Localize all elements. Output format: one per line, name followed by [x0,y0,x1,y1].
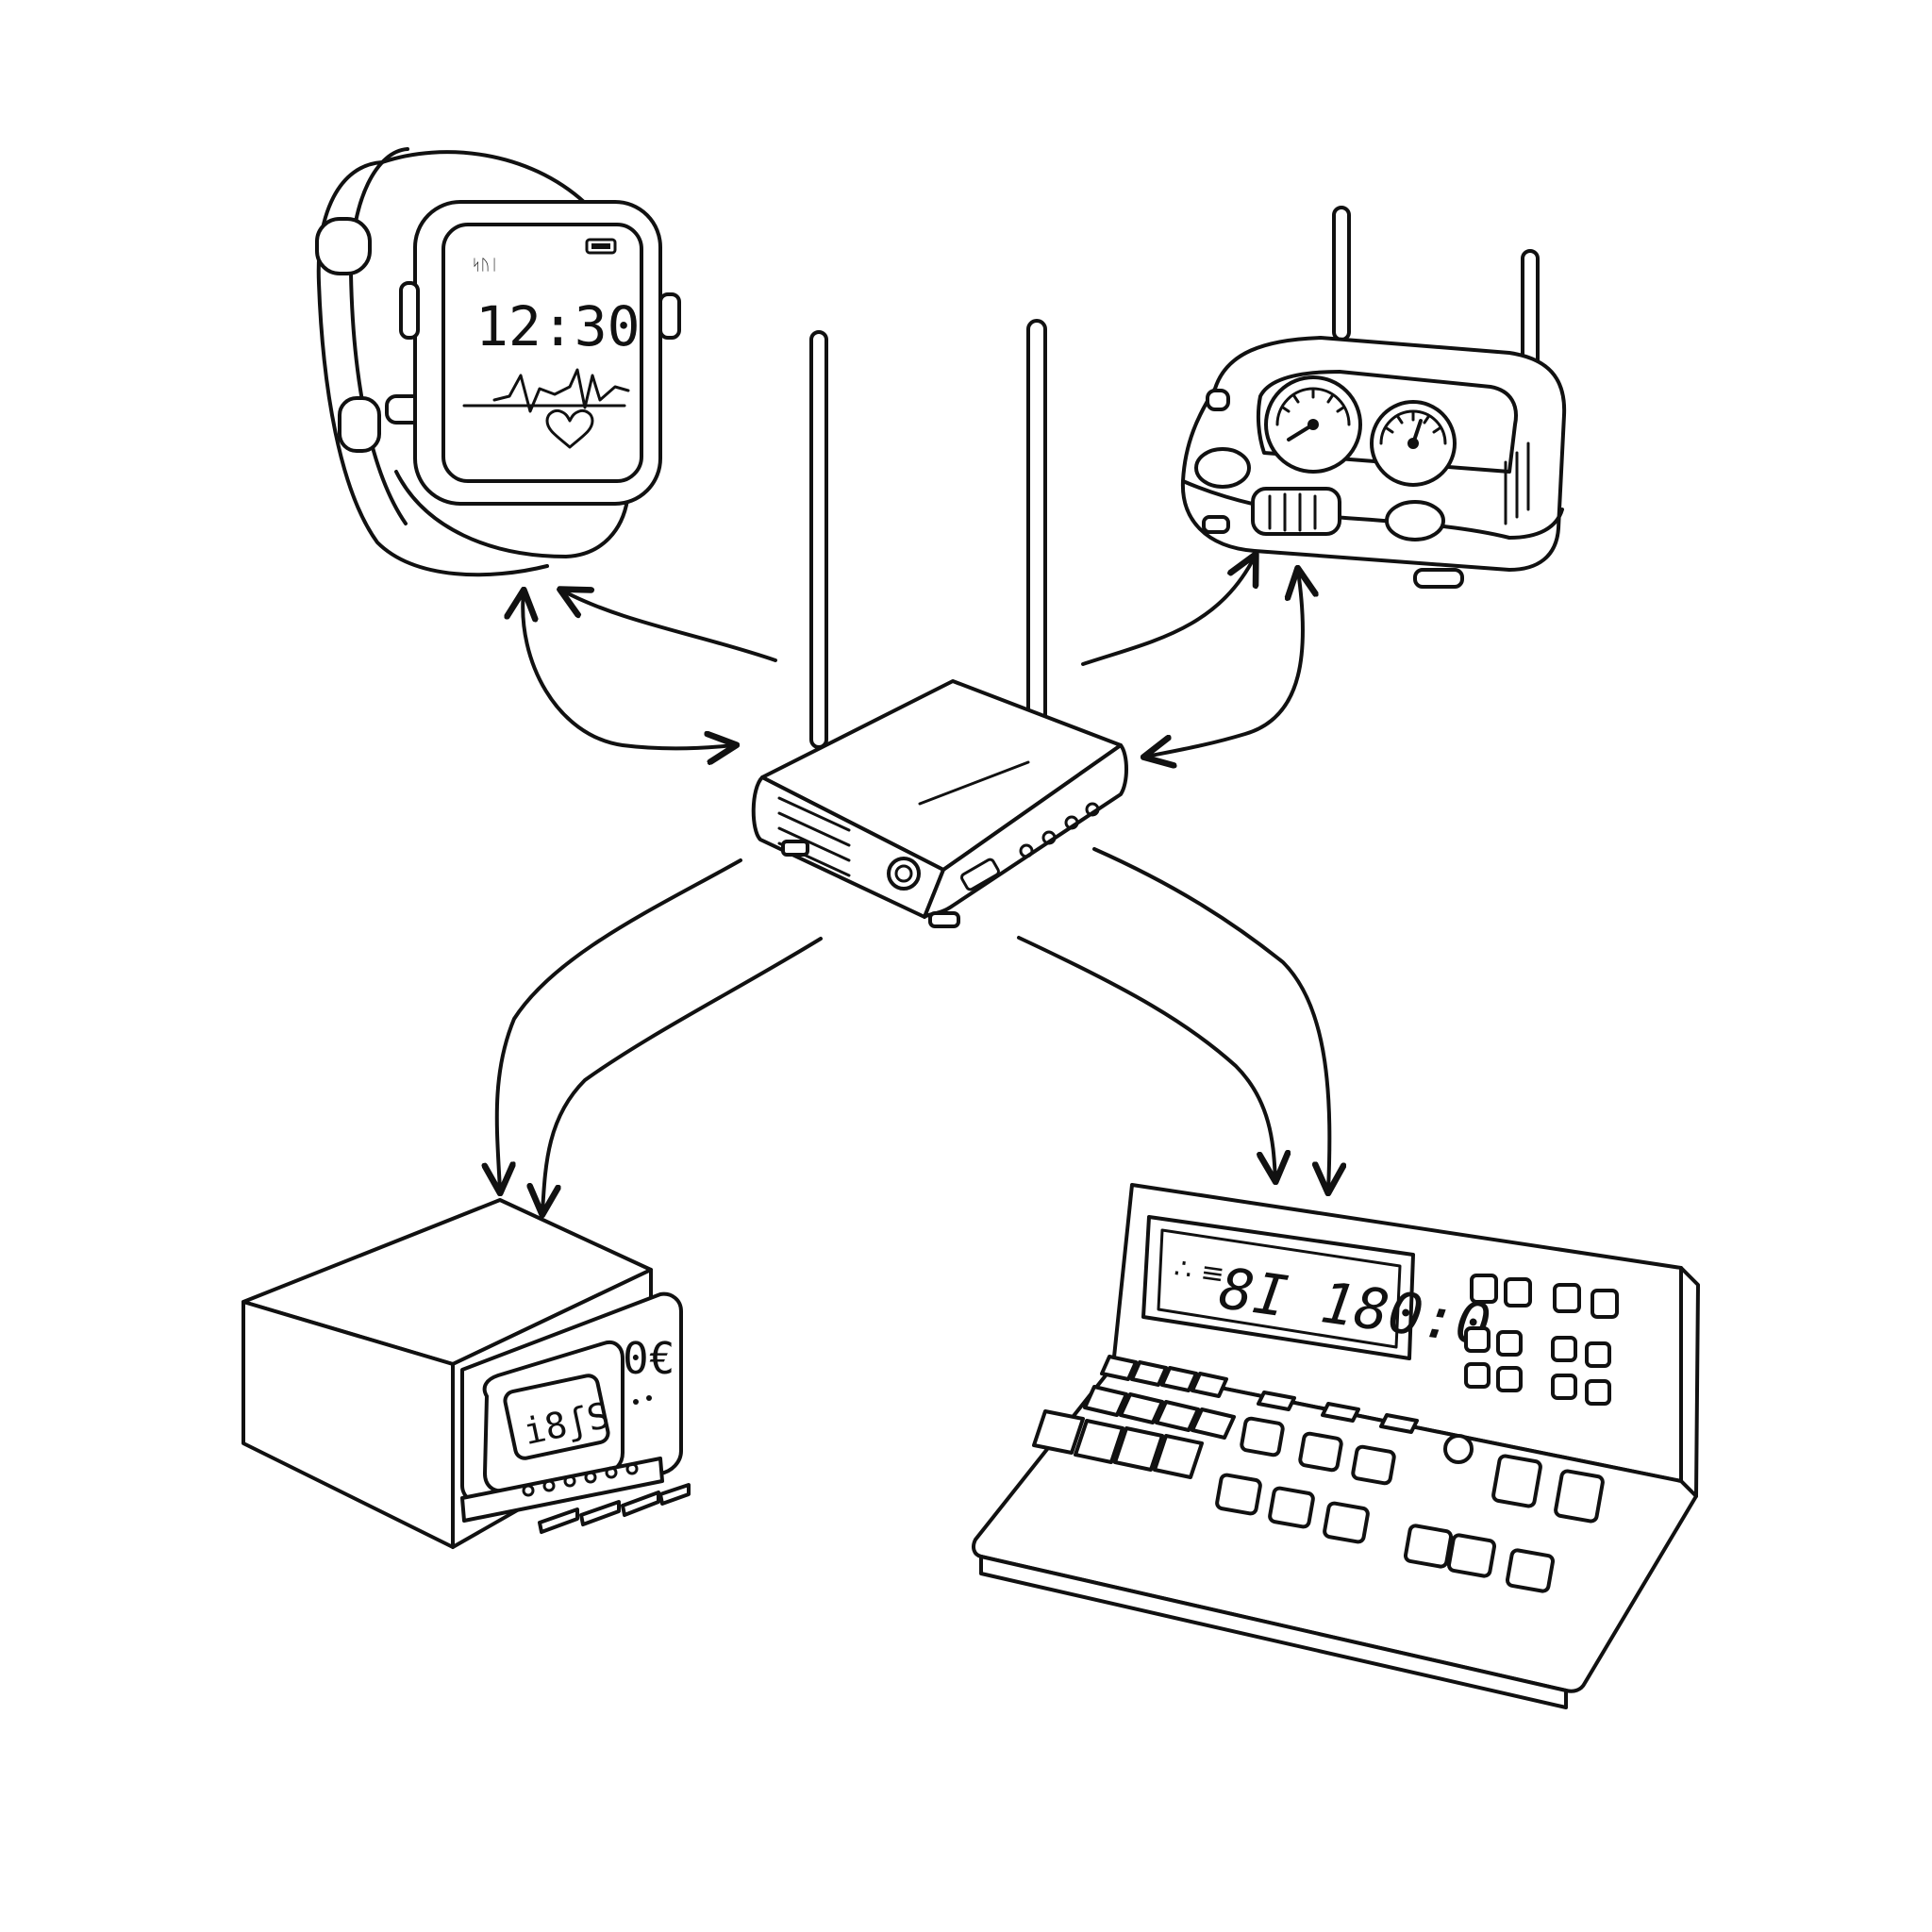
arrow-hub-to-watch-outer [562,591,775,660]
console-key[interactable] [1498,1368,1521,1391]
console-key[interactable] [1085,1387,1126,1415]
watch-crown[interactable] [660,294,679,338]
gauge-grille [1253,489,1340,534]
console-key[interactable] [1162,1368,1196,1391]
module-side-readout: 0€ [623,1333,675,1384]
console-knob[interactable] [1445,1436,1472,1462]
arrow-hub-to-gauge-outer [1083,557,1255,664]
hub-power-button[interactable] [889,858,919,889]
arrow-hub-to-box-right [542,939,821,1212]
console-key[interactable] [1592,1291,1617,1317]
console-key[interactable] [1324,1503,1369,1543]
hub-antenna-left [811,332,826,747]
console-key[interactable] [1192,1409,1234,1438]
console-key[interactable] [1553,1338,1575,1360]
console-key[interactable] [1157,1402,1198,1430]
console-key[interactable] [1587,1381,1609,1404]
console-key[interactable] [1121,1394,1162,1423]
console-key[interactable] [1587,1343,1609,1366]
gauge-router [1183,208,1564,587]
console-key[interactable] [1216,1474,1261,1515]
hub-antenna-right [1028,321,1045,728]
console-key[interactable] [1405,1524,1452,1567]
watch-status-glyphs: ᛋᚢᛁ [472,256,499,274]
watch-time: 12:30 [475,294,641,358]
console-key[interactable] [1299,1433,1341,1471]
console-key[interactable] [1132,1362,1166,1385]
console-key[interactable] [1034,1411,1083,1453]
console-key[interactable] [1555,1471,1604,1523]
console-key[interactable] [1448,1534,1495,1576]
console-key[interactable] [1472,1275,1496,1302]
console-key[interactable] [1241,1418,1283,1456]
console-display-small: ∴ ≡ [1172,1252,1226,1291]
console-key[interactable] [1553,1375,1575,1398]
console-key[interactable] [1192,1374,1226,1396]
arrow-hub-to-box-left [497,860,741,1191]
digital-module: i8ʃS 0€ [243,1200,689,1547]
gauge-dial-left [1266,377,1360,472]
arrow-hub-to-console-right [1094,849,1329,1191]
arrow-hub-to-console-left [1019,938,1275,1179]
console-key[interactable] [1269,1488,1314,1528]
console-key[interactable] [1466,1328,1489,1351]
console-key[interactable] [1498,1332,1521,1355]
console-key[interactable] [1492,1456,1541,1507]
gauge-dial-right [1372,402,1455,485]
smartwatch: ᛋᚢᛁ 12:30 [317,149,679,575]
console-key[interactable] [1102,1357,1136,1379]
console-key[interactable] [1352,1446,1394,1484]
wireless-router-hub [754,321,1126,926]
control-console: ∴ ≡ 8I 180:0 [974,1185,1698,1707]
console-key[interactable] [1507,1549,1554,1591]
gauge-antenna-left [1334,208,1349,340]
console-key[interactable] [1466,1364,1489,1387]
console-key[interactable] [1506,1279,1530,1306]
console-key[interactable] [1555,1285,1579,1311]
